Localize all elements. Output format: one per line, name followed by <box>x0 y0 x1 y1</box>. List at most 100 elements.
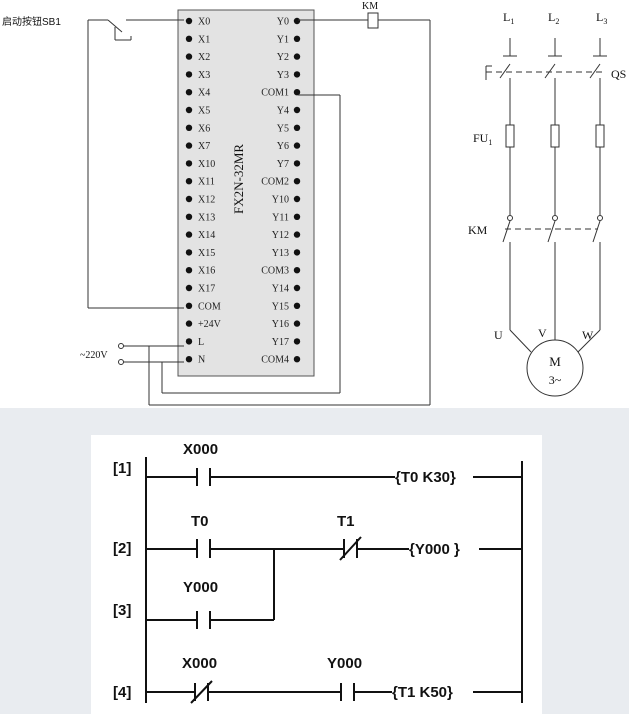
plc-output-terminal-label: Y15 <box>272 301 289 312</box>
plc-input-terminal-dot <box>185 124 193 131</box>
plc-output-terminal-label: Y7 <box>277 159 289 170</box>
plc-input-terminal-label: X0 <box>198 17 210 28</box>
plc-output-terminal-dot <box>293 320 301 327</box>
plc-input-terminal-dot <box>185 302 193 309</box>
motor-terminal-v: V <box>538 326 547 340</box>
rung-3-number: [3] <box>113 602 131 619</box>
plc-input-terminal-dot <box>185 71 193 78</box>
plc-input-terminal-dot <box>185 213 193 220</box>
plc-input-terminal-dot <box>185 195 193 203</box>
ladder-diagram: [1] [2] [3] [4] X000 {T0 K30} T0 T <box>113 441 523 704</box>
plc-input-terminal-dot <box>185 231 193 238</box>
rung-2-output: {Y000 } <box>409 541 460 558</box>
km-coil-label: KM <box>362 1 378 12</box>
start-button-symbol <box>87 19 184 309</box>
rung-3-contact-label: Y000 <box>183 579 218 596</box>
plc-output-terminal-label: Y14 <box>272 284 289 295</box>
rung-1-contact-label: X000 <box>183 441 218 458</box>
plc-input-terminal-dot <box>185 178 193 185</box>
rung-1 <box>146 468 522 486</box>
plc-input-terminal-label: X16 <box>198 266 215 277</box>
start-button-label: 启动按钮SB1 <box>2 15 61 28</box>
plc-output-terminal-dot <box>293 160 301 167</box>
rung-4-contact2-label: Y000 <box>327 655 362 672</box>
plc-input-terminal-label: +24V <box>198 319 222 330</box>
plc-input-terminal-label: X17 <box>198 284 215 295</box>
plc-output-terminal-label: COM4 <box>261 355 289 366</box>
plc-input-terminal-dot <box>185 17 193 25</box>
plc-output-terminal-dot <box>293 267 301 274</box>
motor-terminal-u: U <box>494 328 503 342</box>
motor-terminal-w: W <box>582 328 594 342</box>
plc-output-terminal-label: Y3 <box>277 70 289 81</box>
plc-output-terminal-label: Y6 <box>277 141 289 152</box>
rung-4-contact-label: X000 <box>182 655 217 672</box>
plc-input-terminal-dot <box>185 320 193 327</box>
plc-input-terminal-label: L <box>198 337 204 348</box>
plc-output-terminal-dot <box>293 284 301 292</box>
plc-output-terminal-dot <box>293 338 301 345</box>
ladder-diagram-panel: [1] [2] [3] [4] X000 {T0 K30} T0 T <box>91 435 542 714</box>
rung-2-number: [2] <box>113 540 131 557</box>
plc-output-terminal-label: COM1 <box>261 88 289 99</box>
plc-output-terminal-dot <box>293 17 301 25</box>
plc-input-terminal-label: COM <box>198 301 221 312</box>
ladder-rails <box>145 457 523 703</box>
power-circuit-lines <box>485 38 607 397</box>
rung-4 <box>146 680 522 704</box>
plc-input-terminal-label: X14 <box>198 230 215 241</box>
plc-input-terminal-dot <box>185 356 193 363</box>
plc-output-terminal-dot <box>293 231 301 238</box>
plc-input-terminal-label: X15 <box>198 248 215 259</box>
contactor-km-label: KM <box>468 223 488 237</box>
plc-output-terminal-label: Y0 <box>277 17 289 28</box>
plc-input-terminal-dot <box>185 142 193 149</box>
plc-input-terminal-dot <box>185 338 193 345</box>
plc-output-terminal-dot <box>293 71 301 78</box>
rung-4-number: [4] <box>113 684 131 701</box>
plc-input-terminal-dot <box>185 53 193 60</box>
plc-input-terminal-dot <box>185 267 193 274</box>
plc-output-terminal-label: Y11 <box>272 212 289 223</box>
plc-input-terminal-dot <box>185 35 193 42</box>
plc-input-terminal-dot <box>185 89 193 96</box>
plc-model-label: FX2N-32MR <box>231 144 246 214</box>
plc-input-terminal-label: X10 <box>198 159 215 170</box>
supply-wiring <box>118 20 431 406</box>
wiring-diagram: FX2N-32MR X0X1X2X3X4X5X6X7X10X11X12X13X1… <box>2 1 626 406</box>
phase-l1-label: L1 <box>503 10 514 26</box>
motor-label: M <box>549 354 561 369</box>
plc-input-terminal-label: X4 <box>198 88 210 99</box>
plc-input-terminal-label: X11 <box>198 177 215 188</box>
plc-input-terminal-dot <box>185 160 193 167</box>
plc-output-terminal-dot <box>293 213 301 220</box>
plc-output-terminal-dot <box>293 178 301 185</box>
plc-input-terminal-label: X5 <box>198 106 210 117</box>
plc-output-terminal-dot <box>293 356 301 363</box>
plc-output-terminal-label: Y16 <box>272 319 289 330</box>
plc-output-terminal-dot <box>293 53 301 60</box>
motor-phase-label: 3~ <box>549 373 562 387</box>
phase-labels: L1 L2 L3 <box>503 10 607 26</box>
plc-input-terminal-label: X6 <box>198 123 210 134</box>
plc-input-terminal-dot <box>185 106 193 114</box>
plc-output-terminal-label: COM3 <box>261 266 289 277</box>
km-coil <box>298 12 430 29</box>
plc-input-terminal-label: X13 <box>198 212 215 223</box>
plc-output-terminal-label: Y12 <box>272 230 289 241</box>
plc-output-terminal-dot <box>293 195 301 203</box>
rung-1-output: {T0 K30} <box>395 469 456 486</box>
plc-output-terminal-dot <box>293 249 301 256</box>
rung-1-number: [1] <box>113 460 131 477</box>
rung-3 <box>146 549 275 629</box>
plc-output-terminal-dot <box>293 124 301 131</box>
rung-2 <box>146 536 522 561</box>
plc-input-terminal-label: X3 <box>198 70 210 81</box>
phase-l2-label: L2 <box>548 10 559 26</box>
plc-output-terminal-label: COM2 <box>261 177 289 188</box>
plc-body <box>177 9 315 377</box>
plc-output-terminal-dot <box>293 35 301 42</box>
plc-input-terminals: X0X1X2X3X4X5X6X7X10X11X12X13X14X15X16X17… <box>185 17 222 366</box>
plc-output-terminal-label: Y2 <box>277 52 289 63</box>
